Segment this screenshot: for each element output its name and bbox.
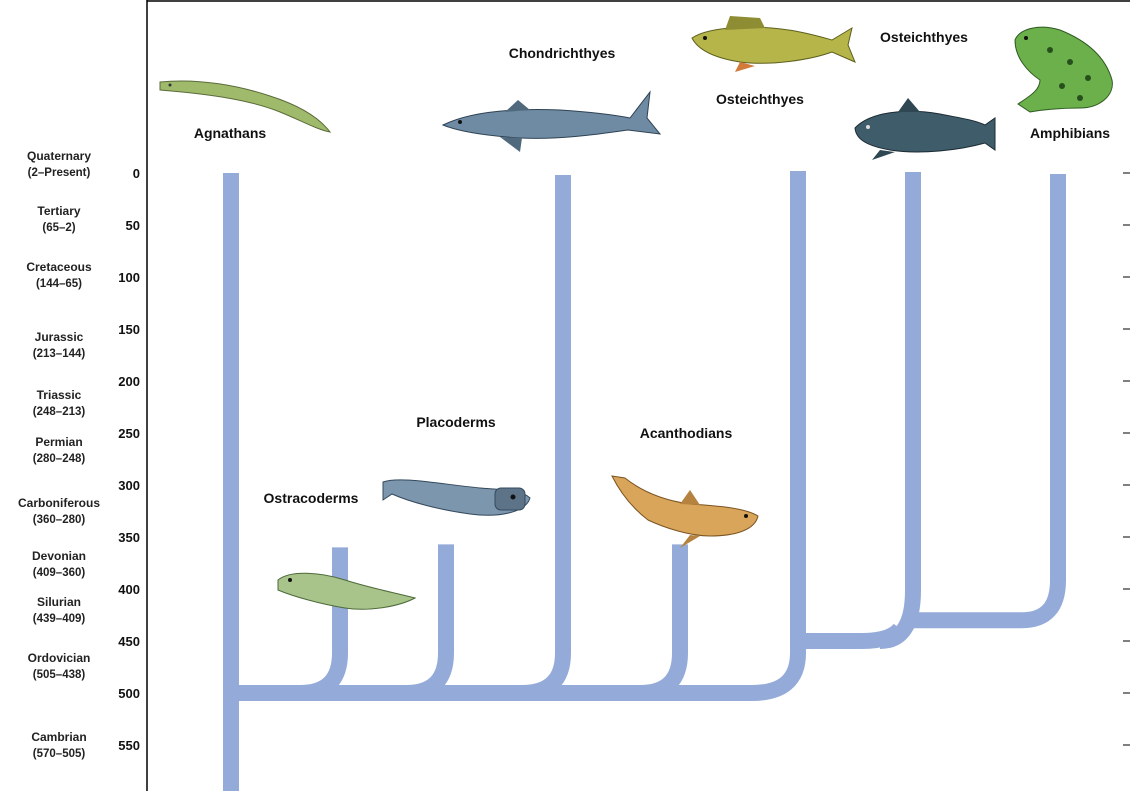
period-range: (280–248) xyxy=(33,453,86,465)
tick-label: 250 xyxy=(118,426,140,441)
tick-label: 450 xyxy=(118,634,140,649)
clade-label-osteichthyes-lobefinned: Osteichthyes xyxy=(880,29,968,45)
clade-label-acanthodians: Acanthodians xyxy=(640,425,733,441)
period-range: (144–65) xyxy=(36,278,82,290)
branch-osteichthyes-lobefinned xyxy=(880,172,913,641)
period-range: (409–360) xyxy=(33,567,86,579)
branch-placoderms xyxy=(406,544,446,693)
clade-label-chondrichthyes: Chondrichthyes xyxy=(509,45,616,61)
period-range: (65–2) xyxy=(42,222,75,234)
perch-icon xyxy=(692,16,855,72)
tick-label: 400 xyxy=(118,582,140,597)
period-range: (439–409) xyxy=(33,613,86,625)
tick-label: 500 xyxy=(118,686,140,701)
period-name: Cambrian xyxy=(31,730,86,744)
tick-label: 350 xyxy=(118,530,140,545)
time-axis: 0 50 100 150 200 250 300 350 400 450 500 550 xyxy=(118,166,1130,753)
phylogeny-branches xyxy=(231,171,1058,791)
period-name: Cretaceous xyxy=(26,260,92,274)
branch-amphibians xyxy=(913,174,1058,620)
frog-icon xyxy=(1015,27,1112,112)
tick-label: 550 xyxy=(118,738,140,753)
tick-label: 0 xyxy=(133,166,140,181)
period-range: (248–213) xyxy=(33,406,86,418)
clade-label-amphibians: Amphibians xyxy=(1030,125,1110,141)
period-name: Carboniferous xyxy=(18,496,100,510)
acanthodian-icon xyxy=(612,476,758,548)
clade-label-ostracoderms: Ostracoderms xyxy=(264,490,359,506)
period-range: (2–Present) xyxy=(28,167,91,179)
branch-chondrichthyes xyxy=(522,175,563,693)
period-range: (570–505) xyxy=(33,748,86,760)
period-range: (213–144) xyxy=(33,348,86,360)
period-name: Tertiary xyxy=(37,204,80,218)
branch-acanthodians xyxy=(640,544,680,693)
clade-labels: Agnathans Chondrichthyes Osteichthyes Os… xyxy=(194,29,1110,506)
clade-label-agnathans: Agnathans xyxy=(194,125,267,141)
shark-icon xyxy=(443,92,660,152)
period-range: (360–280) xyxy=(33,514,86,526)
coelacanth-icon xyxy=(855,98,995,160)
tick-label: 300 xyxy=(118,478,140,493)
branch-ostracoderms xyxy=(300,547,340,693)
clade-label-osteichthyes-rayfinned: Osteichthyes xyxy=(716,91,804,107)
tick-label: 200 xyxy=(118,374,140,389)
tick-label: 100 xyxy=(118,270,140,285)
placoderm-icon xyxy=(383,480,530,515)
period-name: Devonian xyxy=(32,549,86,563)
period-name: Quaternary xyxy=(27,149,91,163)
tick-label: 50 xyxy=(126,218,140,233)
period-name: Jurassic xyxy=(35,330,84,344)
period-labels: Quaternary (2–Present) Tertiary (65–2) C… xyxy=(18,149,100,760)
period-name: Silurian xyxy=(37,595,81,609)
period-range: (505–438) xyxy=(33,669,86,681)
tick-label: 150 xyxy=(118,322,140,337)
period-name: Triassic xyxy=(37,388,82,402)
clade-label-placoderms: Placoderms xyxy=(416,414,496,430)
period-name: Ordovician xyxy=(28,651,91,665)
period-name: Permian xyxy=(35,435,82,449)
